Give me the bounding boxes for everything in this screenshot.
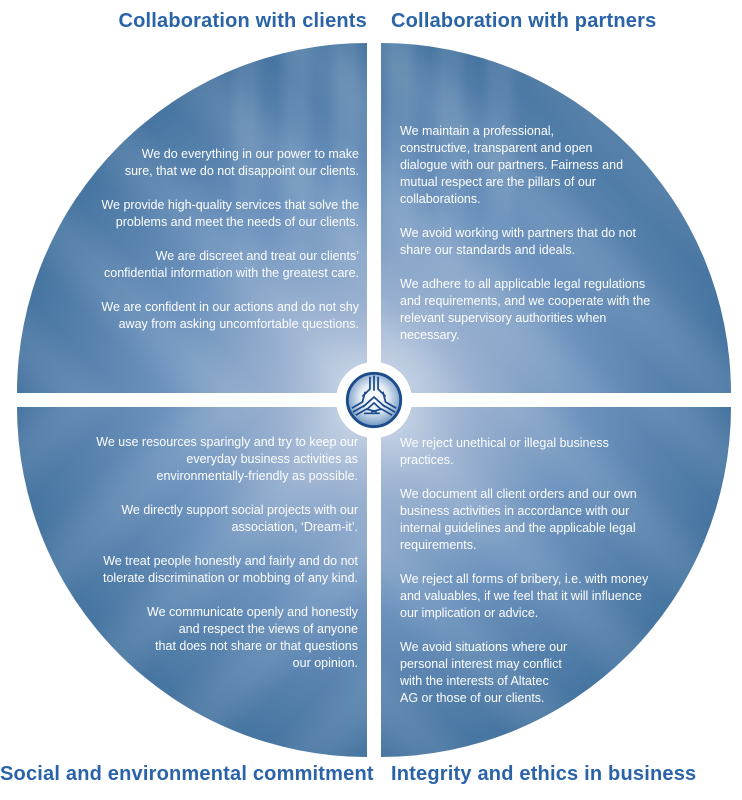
values-integrity: We reject unethical or illegal business …: [400, 435, 702, 707]
value-statement: We use resources sparingly and try to ke…: [96, 435, 358, 483]
value-statement: We are confident in our actions and do n…: [101, 300, 359, 331]
value-statement: We maintain a professional, constructive…: [400, 124, 624, 206]
value-statement: We directly support social projects with…: [121, 503, 358, 534]
altatec-logo-icon: [345, 371, 403, 429]
heading-integrity-ethics-business: Integrity and ethics in business: [391, 763, 697, 785]
heading-collaboration-with-clients: Collaboration with clients: [118, 10, 367, 32]
values-clients: We do everything in our power to make su…: [59, 146, 359, 333]
values-social: We use resources sparingly and try to ke…: [46, 434, 358, 672]
value-statement: We provide high-quality services that so…: [101, 198, 359, 229]
value-statement: We treat people honestly and fairly and …: [103, 554, 358, 585]
value-statement: We reject unethical or illegal business …: [400, 436, 609, 467]
value-statement: We are discreet and treat our clients’ c…: [104, 249, 359, 280]
value-statement: We communicate openly and honestly and r…: [147, 605, 358, 670]
value-statement: We reject all forms of bribery, i.e. wit…: [400, 572, 649, 620]
heading-social-environmental-commitment: Social and environmental commitment: [0, 763, 374, 785]
values-partners: We maintain a professional, constructive…: [400, 123, 702, 344]
value-statement: We document all client orders and our ow…: [400, 487, 637, 552]
value-statement: We avoid situations where our personal i…: [400, 640, 568, 705]
heading-collaboration-with-partners: Collaboration with partners: [391, 10, 657, 32]
value-statement: We adhere to all applicable legal regula…: [400, 277, 651, 342]
value-statement: We do everything in our power to make su…: [124, 147, 359, 178]
value-statement: We avoid working with partners that do n…: [400, 226, 637, 257]
